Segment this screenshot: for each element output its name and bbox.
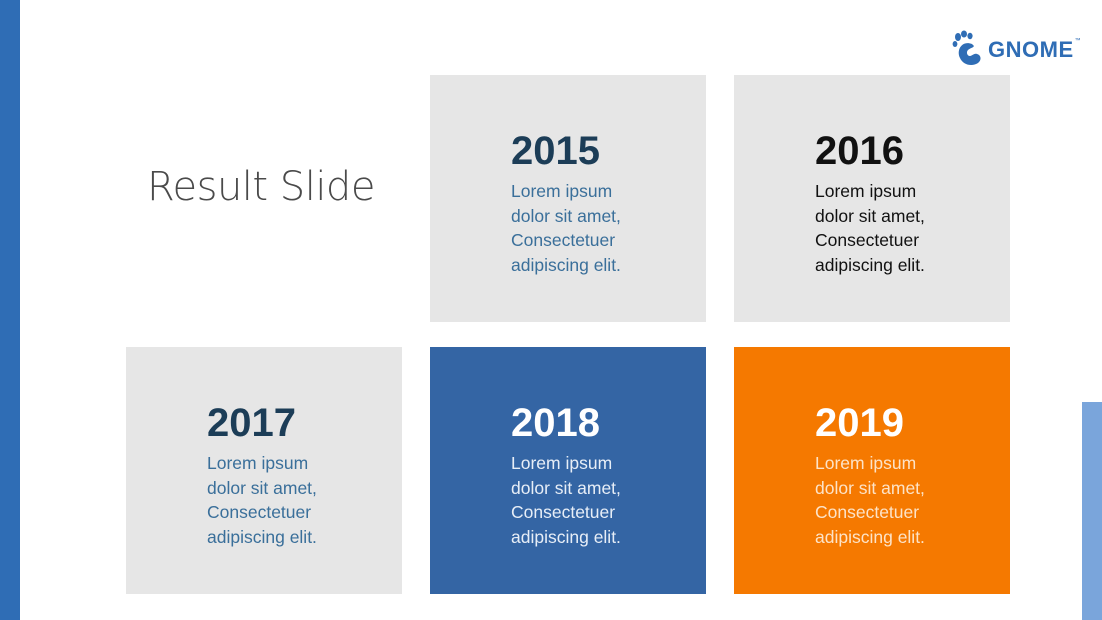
gnome-logo: GNOME ™	[952, 30, 1081, 70]
result-card-2017: 2017 Lorem ipsum dolor sit amet, Consect…	[126, 347, 402, 594]
result-card-2016: 2016 Lorem ipsum dolor sit amet, Consect…	[734, 75, 1010, 322]
card-text: Lorem ipsum dolor sit amet, Consectetuer…	[511, 453, 621, 547]
card-year: 2017	[207, 401, 296, 445]
card-year: 2019	[815, 401, 904, 445]
result-card-2019: 2019 Lorem ipsum dolor sit amet, Consect…	[734, 347, 1010, 594]
result-card-2018: 2018 Lorem ipsum dolor sit amet, Consect…	[430, 347, 706, 594]
gnome-foot-icon	[952, 30, 986, 70]
left-accent-bar	[0, 0, 20, 620]
card-text: Lorem ipsum dolor sit amet, Consectetuer…	[815, 181, 925, 275]
card-text: Lorem ipsum dolor sit amet, Consectetuer…	[815, 453, 925, 547]
card-year: 2018	[511, 401, 600, 445]
right-accent-bar	[1082, 402, 1102, 620]
card-text: Lorem ipsum dolor sit amet, Consectetuer…	[207, 453, 317, 547]
logo-text: GNOME	[988, 37, 1074, 62]
card-year: 2015	[511, 129, 600, 173]
slide-title: Result Slide	[147, 164, 375, 210]
card-text: Lorem ipsum dolor sit amet, Consectetuer…	[511, 181, 621, 275]
logo-trademark: ™	[1074, 38, 1081, 44]
result-card-2015: 2015 Lorem ipsum dolor sit amet, Consect…	[430, 75, 706, 322]
card-year: 2016	[815, 129, 904, 173]
